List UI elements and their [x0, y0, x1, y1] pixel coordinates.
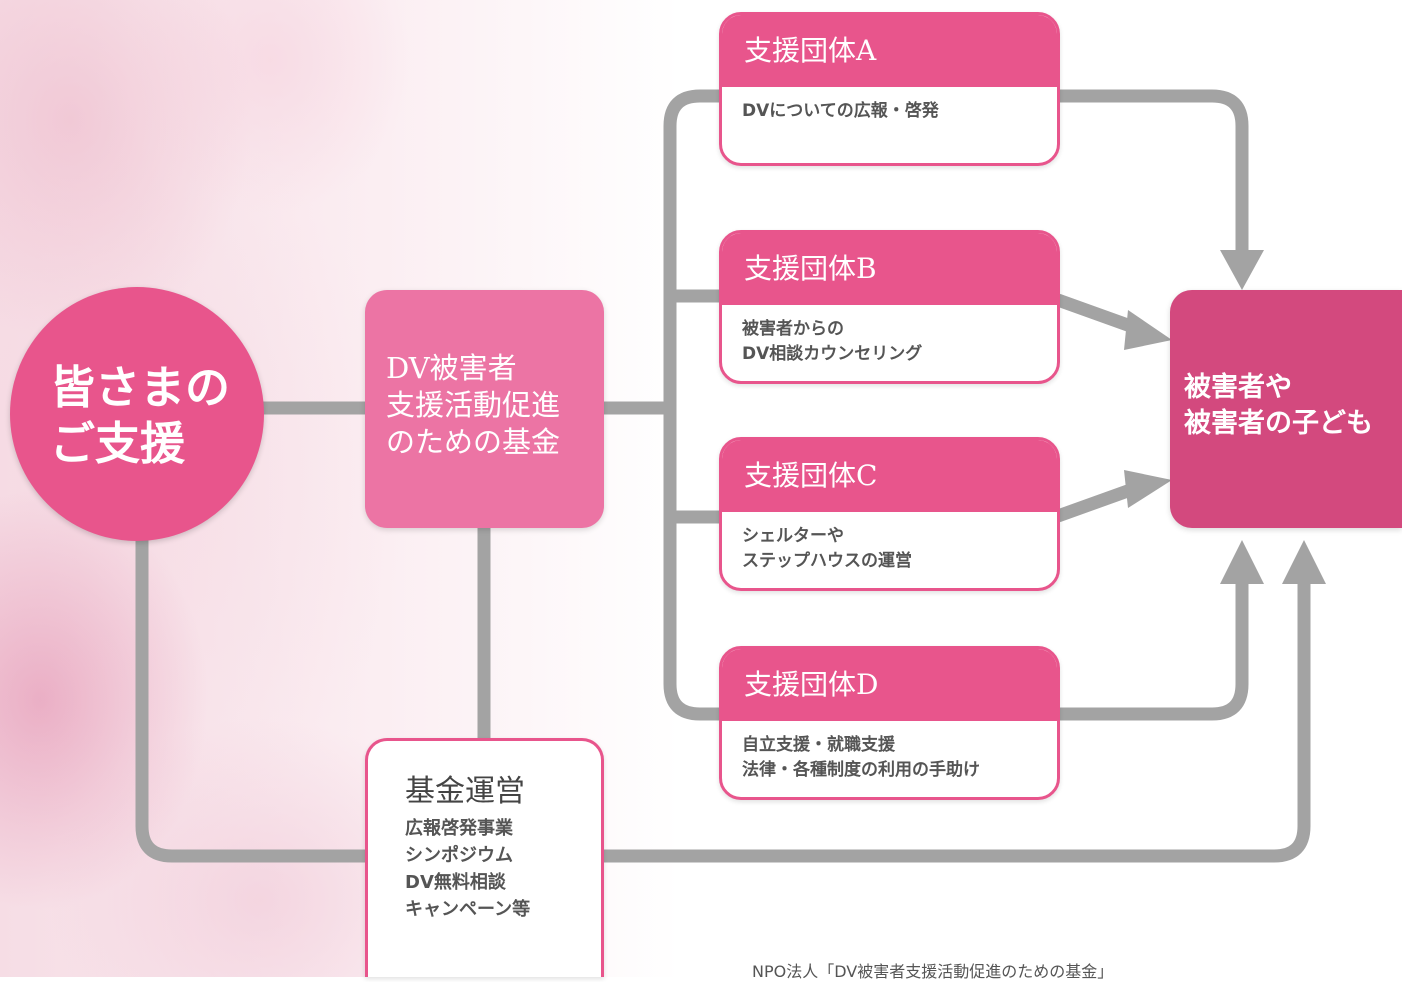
arrowhead-a — [1220, 250, 1264, 290]
org-c-box: 支援団体C シェルターや ステップハウスの運営 — [719, 437, 1060, 591]
donors-label: 皆さまの ご支援 — [50, 361, 231, 470]
fund-label: DV被害者 支援活動促進 のための基金 — [386, 351, 561, 459]
beneficiaries-label: 被害者や 被害者の子ども — [1184, 372, 1373, 439]
org-a-name: 支援団体A — [722, 15, 1057, 87]
footer-organization-name: NPO法人「DV被害者支援活動促進のための基金」 — [752, 962, 1114, 981]
org-b-to-target-line — [1055, 293, 1139, 335]
org-d-to-target-line — [1058, 584, 1249, 721]
trunk-line — [663, 89, 722, 721]
org-d-description: 自立支援・就職支援 法律・各種制度の利用の手助け — [742, 735, 980, 780]
org-c-to-target-line — [1055, 481, 1139, 523]
arrowhead-c — [1124, 470, 1172, 508]
org-b-description: 被害者からの DV相談カウンセリング — [742, 319, 923, 364]
donors-circle — [10, 287, 264, 541]
arrowhead-loop — [1282, 540, 1326, 584]
org-c-name: 支援団体C — [722, 440, 1057, 512]
org-b-box: 支援団体B 被害者からの DV相談カウンセリング — [719, 230, 1060, 384]
org-a-to-target-line — [1058, 89, 1249, 252]
feedback-loop-line — [135, 538, 1311, 863]
fund-operations-list: 広報啓発事業 シンポジウム DV無料相談 キャンペーン等 — [405, 818, 531, 920]
fund-operations-box — [365, 738, 604, 977]
beneficiaries-box — [1170, 290, 1402, 528]
org-d-name: 支援団体D — [722, 649, 1057, 721]
org-c-description: シェルターや ステップハウスの運営 — [742, 526, 912, 571]
org-d-box: 支援団体D 自立支援・就職支援 法律・各種制度の利用の手助け — [719, 646, 1060, 800]
arrowhead-b — [1124, 310, 1172, 350]
org-a-description: DVについての広報・啓発 — [742, 101, 939, 121]
org-b-name: 支援団体B — [722, 233, 1057, 305]
fund-box — [365, 290, 604, 528]
org-a-box: 支援団体A DVについての広報・啓発 — [719, 12, 1060, 166]
fund-operations-title: 基金運営 — [405, 774, 525, 809]
arrowhead-d — [1220, 540, 1264, 584]
